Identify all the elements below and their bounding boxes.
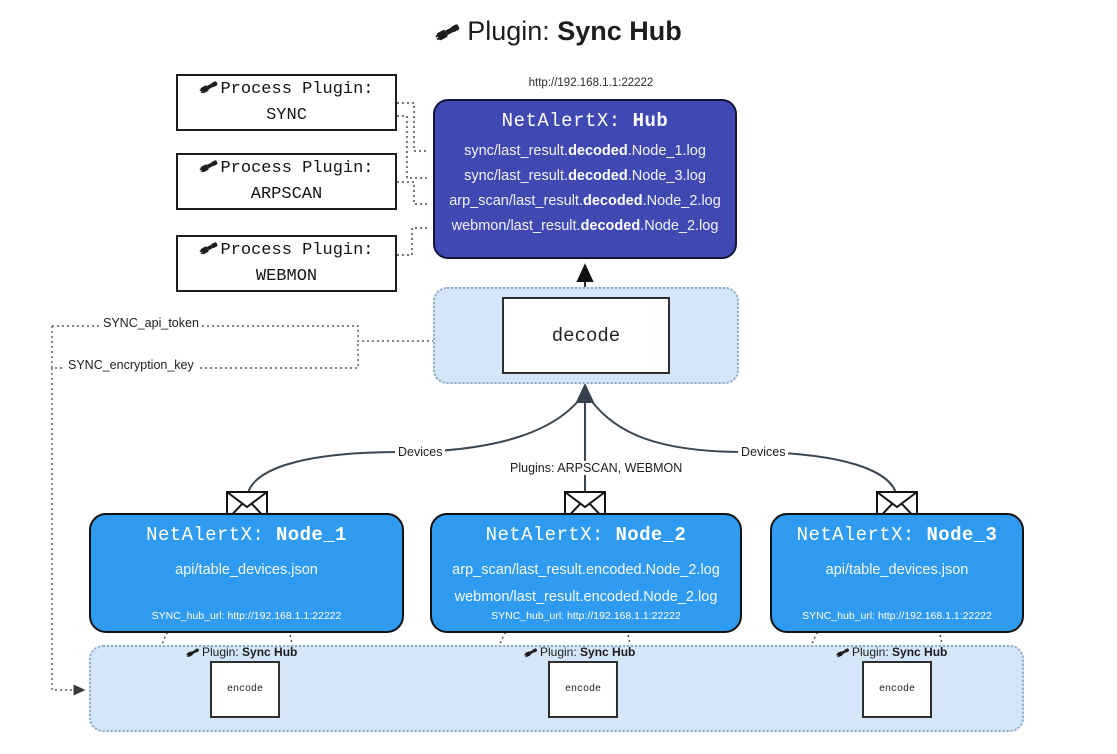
plug-icon	[199, 239, 219, 265]
process-plugin-line2: ARPSCAN	[250, 185, 323, 204]
node-hub-url-key: SYNC_hub_url:	[802, 610, 878, 622]
log-post: .Node_2.log	[642, 192, 721, 209]
log-bold: decoded	[568, 167, 628, 184]
process-plugin-line2: WEBMON	[255, 267, 318, 286]
log-post: .Node_1.log	[627, 143, 706, 159]
log-bold: decoded	[580, 217, 641, 234]
process-plugin-line2: SYNC	[266, 106, 307, 125]
node-line: api/table_devices.json	[175, 562, 318, 578]
sync-encryption-key-label: SYNC_encryption_key	[65, 358, 197, 372]
hub-log-row: webmon/last_result.decoded.Node_2.log	[435, 214, 735, 239]
encoder-plugin-label-1: Plugin: Sync Hub	[186, 645, 297, 662]
process-plugin-box-webmon[interactable]: Process Plugin: WEBMON	[176, 235, 397, 292]
log-post: .Node_3.log	[627, 167, 706, 184]
plug-icon	[836, 646, 850, 662]
node-line: api/table_devices.json	[825, 562, 969, 578]
log-pre: webmon/last_result.	[451, 217, 581, 234]
node-title: NetAlertX: Node_3	[772, 524, 1022, 546]
encode-box-3[interactable]: encode	[862, 661, 932, 718]
encoder-plugin-name: Sync Hub	[242, 645, 298, 659]
node-hub-url-key: SYNC_hub_url:	[151, 610, 228, 622]
log-post: .Node_2.log	[640, 217, 719, 234]
log-pre: sync/last_result.	[464, 143, 569, 159]
devices-label-left: Devices	[395, 445, 446, 459]
node-title-name: Node_1	[276, 524, 347, 546]
node-lines: api/table_devices.json	[91, 557, 402, 584]
hub-log-row: sync/last_result.decoded.Node_3.log	[435, 164, 735, 189]
node-hub-url: SYNC_hub_url: http://192.168.1.1:22222	[772, 610, 1022, 622]
log-bold: decoded	[582, 192, 643, 209]
page-title-prefix: Plugin:	[467, 16, 558, 46]
hub-title: NetAlertX: Hub	[435, 110, 735, 132]
encoder-plugin-name: Sync Hub	[580, 645, 636, 659]
node-lines: api/table_devices.json	[772, 557, 1022, 584]
encode-box-2[interactable]: encode	[548, 661, 618, 718]
node-title-prefix: NetAlertX:	[796, 524, 927, 546]
hub-log-rows: sync/last_result.decoded.Node_1.log sync…	[435, 139, 735, 239]
encoder-plugin-name: Sync Hub	[892, 645, 948, 659]
log-pre: arp_scan/last_result.	[449, 192, 583, 209]
page-title-name: Sync Hub	[557, 16, 682, 46]
process-plugin-line1: Process Plugin:	[220, 79, 374, 99]
node-hub-url: SYNC_hub_url: http://192.168.1.1:22222	[91, 610, 402, 622]
node-line: arp_scan/last_result.encoded.Node_2.log	[452, 562, 720, 578]
encoder-plugin-prefix: Plugin:	[852, 645, 893, 659]
node-hub-url-value: http://192.168.1.1:22222	[878, 610, 992, 622]
node-title-name: Node_3	[926, 524, 998, 546]
encoder-plugin-prefix: Plugin:	[540, 645, 581, 659]
node-hub-url-value: http://192.168.1.1:22222	[567, 610, 681, 622]
decode-box[interactable]: decode	[502, 297, 670, 374]
node-hub-url-value: http://192.168.1.1:22222	[227, 610, 342, 622]
node-box-1[interactable]: NetAlertX: Node_1 api/table_devices.json…	[89, 513, 404, 633]
hub-node-box[interactable]: NetAlertX: Hub sync/last_result.decoded.…	[433, 99, 737, 259]
plugins-label-center: Plugins: ARPSCAN, WEBMON	[507, 461, 686, 475]
log-bold: decoded	[568, 143, 628, 159]
process-plugin-line1: Process Plugin:	[220, 240, 374, 260]
hub-title-name: Hub	[632, 110, 669, 132]
hub-log-row: arp_scan/last_result.decoded.Node_2.log	[435, 189, 735, 214]
node-line: webmon/last_result.encoded.Node_2.log	[454, 588, 718, 605]
process-plugin-box-sync[interactable]: Process Plugin: SYNC	[176, 74, 397, 131]
plug-icon	[524, 646, 538, 662]
process-plugin-box-arpscan[interactable]: Process Plugin: ARPSCAN	[176, 153, 397, 210]
plug-icon	[199, 157, 219, 183]
plug-icon	[435, 20, 461, 51]
node-title-prefix: NetAlertX:	[146, 524, 276, 546]
node-hub-url: SYNC_hub_url: http://192.168.1.1:22222	[432, 610, 740, 622]
hub-log-row: sync/last_result.decoded.Node_1.log	[435, 139, 735, 164]
node-box-2[interactable]: NetAlertX: Node_2 arp_scan/last_result.e…	[430, 513, 742, 633]
plug-icon	[199, 78, 219, 104]
encoder-plugin-prefix: Plugin:	[202, 645, 243, 659]
page-title: Plugin: Sync Hub	[0, 16, 1117, 51]
node-title: NetAlertX: Node_2	[432, 524, 740, 546]
encoder-plugin-label-2: Plugin: Sync Hub	[524, 645, 635, 662]
encode-box-1[interactable]: encode	[210, 661, 280, 718]
encoder-plugin-label-3: Plugin: Sync Hub	[836, 645, 947, 662]
hub-url-label: http://192.168.1.1:22222	[528, 77, 654, 89]
log-pre: sync/last_result.	[464, 167, 569, 184]
sync-api-token-label: SYNC_api_token	[100, 316, 202, 330]
plug-icon	[186, 646, 200, 662]
node-lines: arp_scan/last_result.encoded.Node_2.log …	[432, 557, 740, 611]
hub-title-prefix: NetAlertX:	[501, 110, 633, 132]
devices-label-right: Devices	[738, 445, 789, 459]
node-box-3[interactable]: NetAlertX: Node_3 api/table_devices.json…	[770, 513, 1024, 633]
node-title-prefix: NetAlertX:	[485, 524, 616, 546]
node-title-name: Node_2	[615, 524, 687, 546]
node-title: NetAlertX: Node_1	[91, 524, 402, 546]
node-hub-url-key: SYNC_hub_url:	[491, 610, 567, 622]
process-plugin-line1: Process Plugin:	[220, 158, 374, 178]
